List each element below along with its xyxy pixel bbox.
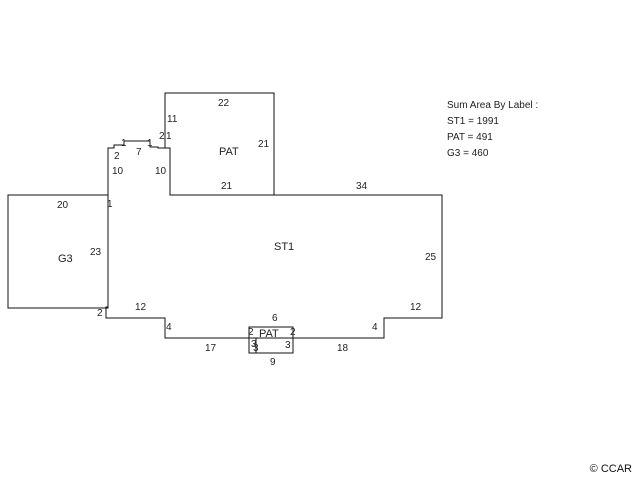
living-outline <box>105 140 443 339</box>
summary-title: Sum Area By Label : <box>447 100 539 111</box>
dim-bump-top: 7 <box>136 147 142 158</box>
dim-living-bottom-left: 12 <box>135 302 147 313</box>
dim-patio-left: 2 <box>248 327 254 338</box>
stoop-outline <box>248 337 294 354</box>
dim-patio-step-right: 1 <box>166 131 172 142</box>
dim-stoop-left-b: 3 <box>253 343 259 354</box>
area-summary: Sum Area By Label : ST1 = 1991 PAT = 491… <box>447 98 538 162</box>
dim-patio-step: 2 <box>159 131 165 142</box>
dim-patio-right-side: 21 <box>258 139 270 150</box>
dim-bump-right-side: 10 <box>155 166 167 177</box>
dim-patio-right: 2 <box>290 327 296 338</box>
dim-garage-bottom: 2 <box>97 308 103 319</box>
summary-item-st1: ST1 = 1991 <box>447 116 499 127</box>
dim-bump-top-right: 1 <box>147 138 153 149</box>
dim-bump-inner-small: 2 <box>114 151 120 162</box>
dim-living-top: 34 <box>356 181 368 192</box>
area-label-living: ST1 <box>274 241 294 253</box>
dim-stoop-right: 3 <box>285 340 291 351</box>
summary-item-pat: PAT = 491 <box>447 132 493 143</box>
area-label-patio-top: PAT <box>219 146 239 158</box>
dim-step-left: 4 <box>166 322 172 333</box>
dim-bottom-left: 17 <box>205 343 217 354</box>
dim-stoop-left-a: 3 <box>251 339 257 350</box>
dim-patio-left-side: 11 <box>167 114 178 125</box>
dim-patio-bottom: 21 <box>221 181 233 192</box>
dim-bottom-right: 18 <box>337 343 349 354</box>
dim-bump-left-side: 10 <box>112 166 124 177</box>
dim-garage-top: 20 <box>57 200 69 211</box>
dim-living-bottom-right: 12 <box>410 302 422 313</box>
dim-living-right: 25 <box>425 252 437 263</box>
area-label-garage: G3 <box>58 253 73 265</box>
dim-garage-side: 23 <box>90 247 102 258</box>
dim-stoop-bottom: 9 <box>270 357 276 368</box>
dim-notch-top: 1 <box>107 199 113 210</box>
patio-top-outline <box>164 92 275 196</box>
copyright-text: © CCAR <box>589 463 632 475</box>
summary-item-g3: G3 = 460 <box>447 148 489 159</box>
area-label-patio-bottom: PAT <box>259 328 279 340</box>
dim-patio-top: 22 <box>218 98 230 109</box>
dim-step-right: 4 <box>372 322 378 333</box>
dim-patio-inner-top: 6 <box>272 313 278 324</box>
dim-bump-top-left: 1 <box>121 138 127 149</box>
